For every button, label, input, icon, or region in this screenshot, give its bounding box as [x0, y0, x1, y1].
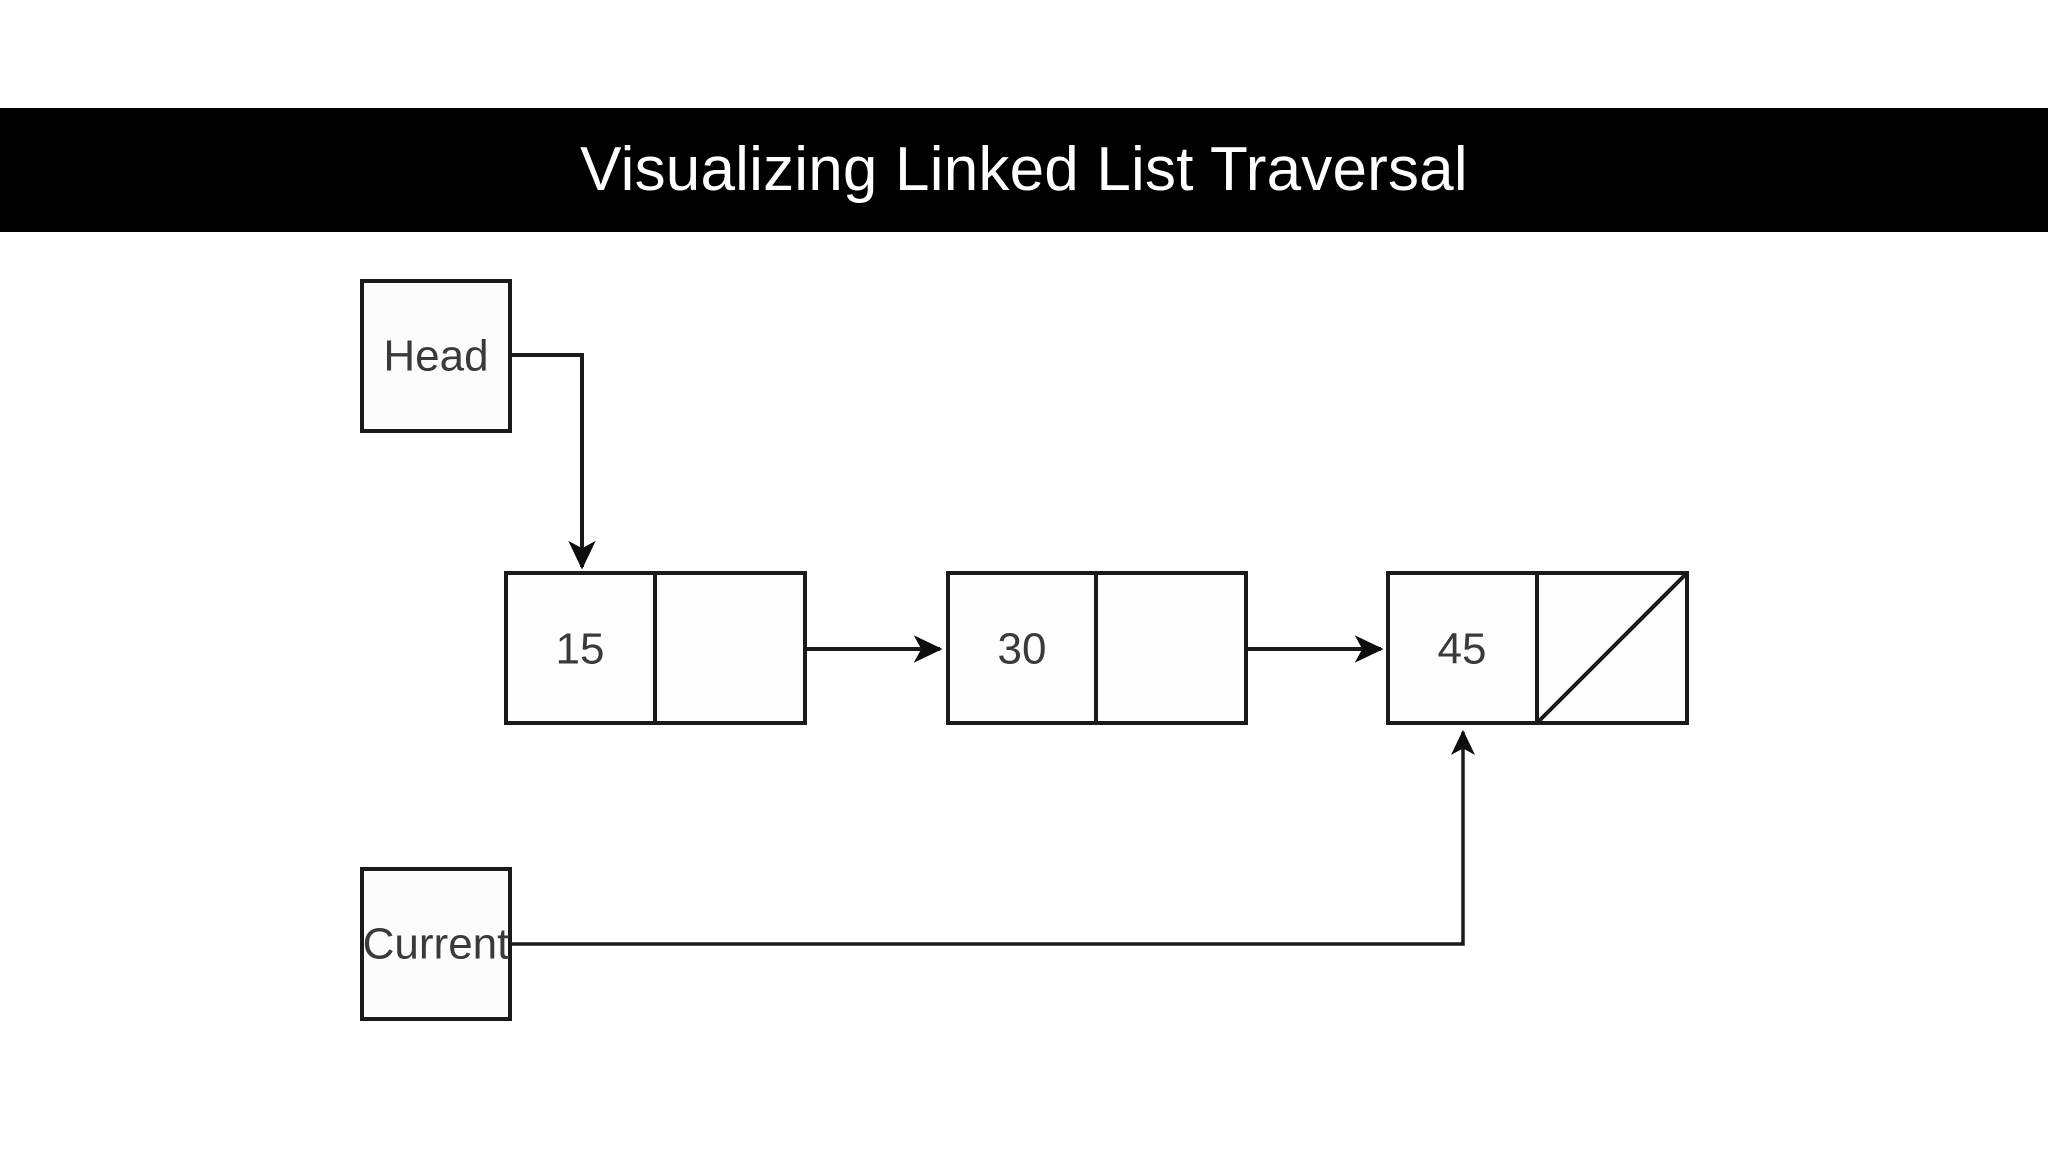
- node-45-value: 45: [1438, 625, 1487, 674]
- node-15-value: 15: [556, 625, 605, 674]
- current-box-label: Current: [363, 920, 510, 969]
- null-pointer-slash-icon: [1537, 573, 1687, 723]
- linked-list-diagram: Head 15 30: [0, 232, 2048, 1152]
- list-node-15[interactable]: 15: [504, 571, 807, 725]
- pointer-box-head[interactable]: Head: [360, 279, 512, 433]
- head-box-rect: [360, 279, 512, 433]
- list-node-45[interactable]: 45: [1386, 571, 1689, 725]
- pointer-box-current[interactable]: Current: [360, 867, 512, 1021]
- diagram-svg: Head 15 30: [360, 279, 1689, 1021]
- list-node-30[interactable]: 30: [946, 571, 1248, 725]
- connector-head-to-node-15: [510, 353, 596, 570]
- connector-current-to-node-45: [510, 729, 1476, 946]
- title-bar: Visualizing Linked List Traversal: [0, 108, 2048, 232]
- page-title: Visualizing Linked List Traversal: [580, 135, 1468, 204]
- node-30-value: 30: [998, 625, 1047, 674]
- head-box-label: Head: [383, 332, 488, 381]
- current-box-rect: [360, 867, 512, 1021]
